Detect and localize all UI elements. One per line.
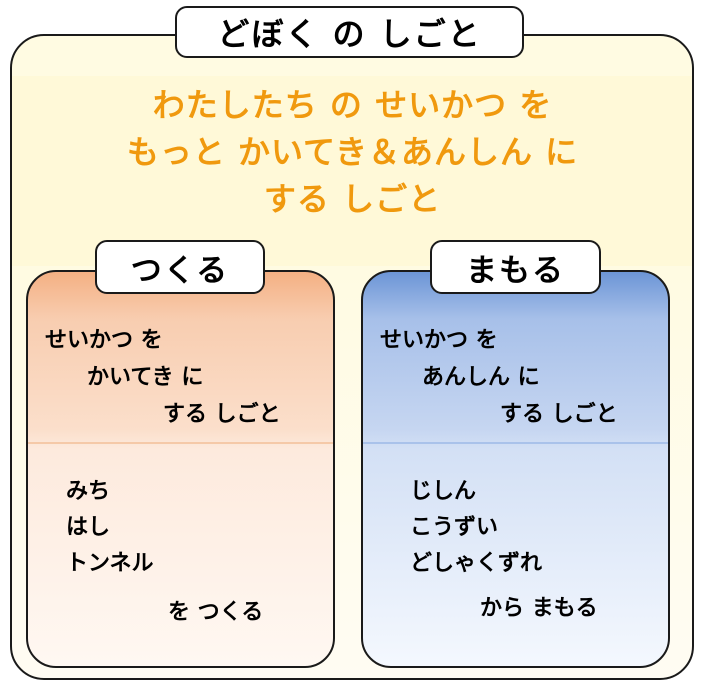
list-item: こうずい: [410, 515, 499, 540]
mission-band: [12, 76, 692, 266]
panel-divider: [28, 442, 333, 444]
list-item: トンネル: [66, 551, 154, 576]
panel-protect-items: じしん こうずい どしゃくずれ: [410, 474, 542, 582]
title-tab: どぼく の しごと: [175, 6, 524, 58]
mission-line: もっと かいてき＆あんしん に: [126, 133, 579, 171]
description-line: せいかつ を: [380, 328, 498, 353]
description-line: する しごと: [500, 402, 618, 427]
mission-line: わたしたち の せいかつ を: [152, 86, 553, 124]
list-item: じしん: [410, 479, 477, 504]
mission-statement: わたしたち の せいかつ を もっと かいてき＆あんしん に する しごと: [40, 82, 665, 223]
panel-protect: [361, 270, 670, 668]
list-item: はし: [66, 515, 111, 540]
list-item: みち: [66, 479, 111, 504]
mission-line: する しごと: [263, 180, 442, 218]
description-line: かいてき に: [87, 365, 204, 390]
panel-build-items: みち はし トンネル: [66, 474, 154, 582]
description-line: せいかつ を: [45, 328, 163, 353]
panel-build-description: せいかつ を かいてき に する しごと: [45, 322, 281, 433]
panel-divider: [363, 442, 668, 444]
description-line: あんしん に: [422, 365, 540, 390]
panel-protect-tail: から まもる: [480, 596, 598, 621]
list-item: どしゃくずれ: [410, 551, 543, 576]
panel-protect-description: せいかつ を あんしん に する しごと: [380, 322, 618, 433]
description-line: する しごと: [163, 402, 281, 427]
panel-protect-heading: まもる: [430, 240, 601, 294]
panel-build: [26, 270, 335, 668]
panel-build-tail: を つくる: [168, 600, 264, 625]
panel-build-heading: つくる: [95, 240, 265, 294]
